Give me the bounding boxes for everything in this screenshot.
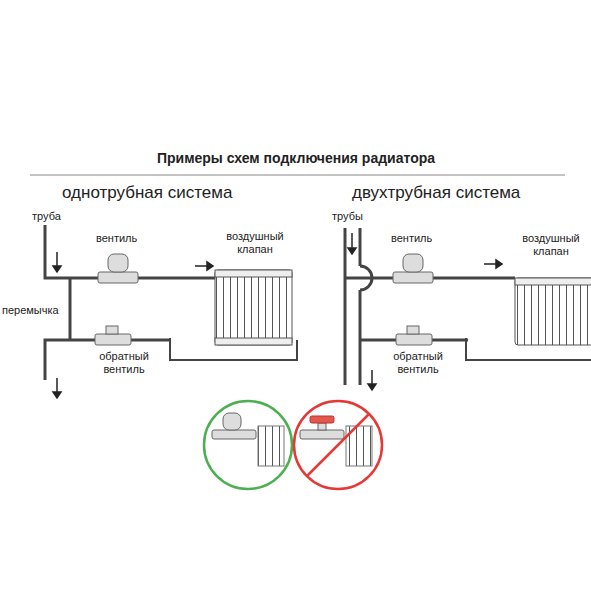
pipes-label: трубы — [332, 210, 363, 223]
air-valve-label: воздушный клапан — [210, 230, 300, 255]
subtitle: однотрубная система — [62, 183, 262, 203]
return-valve-label: обратный вентиль — [84, 350, 164, 375]
pipe-label: труба — [32, 210, 61, 223]
bypass-label: перемычка — [2, 304, 59, 317]
title: Примеры схем подключения радиатора — [157, 150, 435, 166]
return-valve-label: обратный вентиль — [378, 350, 458, 375]
valve-label: вентиль — [96, 232, 137, 245]
subtitle: двухтрубная система — [352, 183, 562, 203]
valve-label: вентиль — [391, 232, 432, 245]
air-valve-label: воздушный клапан — [506, 232, 591, 257]
